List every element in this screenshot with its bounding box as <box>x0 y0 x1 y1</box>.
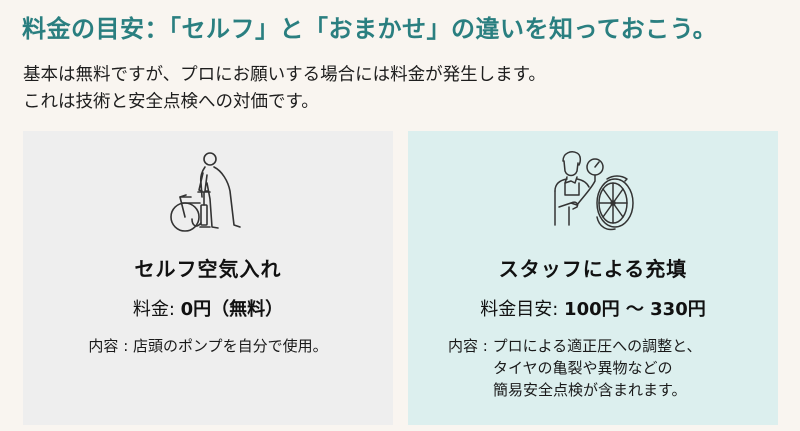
description-line: 内容 : プロによる適正圧への調整と、 <box>448 337 702 355</box>
intro-text: 基本は無料ですが、プロにお願いする場合には料金が発生します。 これは技術と安全点… <box>23 62 546 116</box>
staff-card-description: 内容 : プロによる適正圧への調整と、 タイヤの亀裂や異物などの 簡易安全点検が… <box>448 335 702 401</box>
staff-card-price: 料金目安: 100円 ～ 330円 <box>408 295 778 321</box>
intro-line: 基本は無料ですが、プロにお願いする場合には料金が発生します。 <box>23 65 546 85</box>
self-card-heading: セルフ空気入れ <box>134 257 282 281</box>
description-line: 簡易安全点検が含まれます。 <box>493 381 687 399</box>
staff-card-heading: スタッフによる充填 <box>498 257 688 281</box>
self-card-price: 料金: 0円（無料） <box>23 295 393 321</box>
self-inflation-card: セルフ空気入れ 料金: 0円（無料） 内容 : 店頭のポンプを自分で使用。 <box>23 131 393 425</box>
price-label: 料金: <box>132 299 181 320</box>
mechanic-with-tire-gauge-icon <box>543 147 643 237</box>
self-card-description: 内容 : 店頭のポンプを自分で使用。 <box>23 335 393 357</box>
description-line: タイヤの亀裂や異物などの <box>493 359 673 377</box>
price-value: 100円 ～ 330円 <box>564 299 706 320</box>
intro-line: これは技術と安全点検への対価です。 <box>23 92 319 112</box>
description-line: 内容 : 店頭のポンプを自分で使用。 <box>88 337 328 355</box>
staff-inflation-card: スタッフによる充填 料金目安: 100円 ～ 330円 内容 : プロによる適正… <box>408 131 778 425</box>
price-value: 0円（無料） <box>180 299 284 320</box>
page-title: 料金の目安：「セルフ」と「おまかせ」の違いを知っておこう。 <box>22 15 718 43</box>
price-label: 料金目安: <box>480 299 565 320</box>
person-pumping-bicycle-icon <box>158 147 258 237</box>
